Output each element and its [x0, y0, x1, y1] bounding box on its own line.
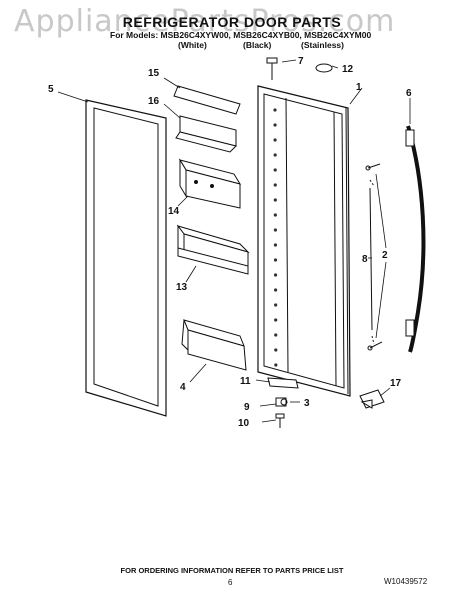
document-code: W10439572 [384, 577, 428, 586]
callout-4: 4 [180, 382, 186, 393]
page-title: REFRIGERATOR DOOR PARTS [122, 14, 342, 30]
door-liner-dot [273, 153, 277, 157]
door-liner-dot [274, 348, 278, 352]
top-hinge-screw [266, 57, 278, 80]
door-liner-dot [273, 198, 277, 202]
callout-12: 12 [342, 64, 354, 75]
callout-14: 14 [168, 206, 180, 217]
callout-5: 5 [48, 84, 54, 95]
callout-10: 10 [238, 418, 250, 429]
bottom-bracket [359, 389, 385, 409]
door-liner-dot [273, 228, 277, 232]
upper-door-bin [175, 115, 237, 153]
shelf-trim [173, 85, 241, 115]
callout-7: 7 [298, 56, 304, 67]
door-liner-dot [273, 123, 277, 127]
variant-black-label: (Black) [243, 40, 272, 50]
door-assembly [257, 85, 351, 397]
callout-11: 11 [240, 376, 251, 387]
door-liner-dot [273, 213, 277, 217]
lower-hinge-hardware [267, 377, 299, 428]
ordering-note: FOR ORDERING INFORMATION REFER TO PARTS … [120, 566, 344, 575]
models-line: For Models: MSB26C4XYW00, MSB26C4XYB00, … [110, 30, 372, 40]
door-bin-lower [181, 319, 247, 371]
callout-3: 3 [304, 398, 310, 409]
door-liner-dot [273, 273, 278, 277]
door-liner-dot [274, 303, 278, 307]
door-liner-dot [273, 183, 277, 187]
door-liner-dot [274, 288, 278, 292]
door-bin-middle [176, 224, 250, 275]
callout-9: 9 [244, 402, 250, 413]
door-liner-dot [273, 108, 277, 112]
callout-15: 15 [148, 68, 160, 79]
door-liner-dot [274, 363, 278, 367]
callout-17: 17 [390, 378, 402, 389]
door-handle [405, 125, 426, 353]
hinge-cap [315, 63, 333, 73]
variant-stainless-label: (Stainless) [301, 40, 344, 50]
door-liner-dot [273, 258, 278, 262]
door-liner-dot [273, 168, 277, 172]
door-liner-dot [273, 138, 277, 142]
callout-6: 6 [406, 88, 412, 99]
door-gasket [85, 99, 167, 417]
door-liner-dot [274, 333, 278, 337]
variant-white-label: (White) [178, 40, 207, 50]
callout-8: 8 [362, 254, 368, 265]
door-liner-dot [273, 243, 278, 247]
dairy-bin [178, 158, 242, 209]
door-liner-dot [274, 318, 278, 322]
callout-16: 16 [148, 96, 160, 107]
callout-2: 2 [382, 250, 388, 261]
watermark: AppliancePartsPros.com [14, 4, 396, 39]
handle-mounting-hardware [365, 163, 383, 351]
callout-labels: 1 2 3 4 5 6 7 8 9 10 11 12 13 14 15 16 1… [48, 56, 412, 429]
callout-1: 1 [356, 82, 362, 93]
callout-13: 13 [176, 282, 188, 293]
leader-lines [57, 59, 411, 423]
page-number: 6 [228, 578, 233, 587]
